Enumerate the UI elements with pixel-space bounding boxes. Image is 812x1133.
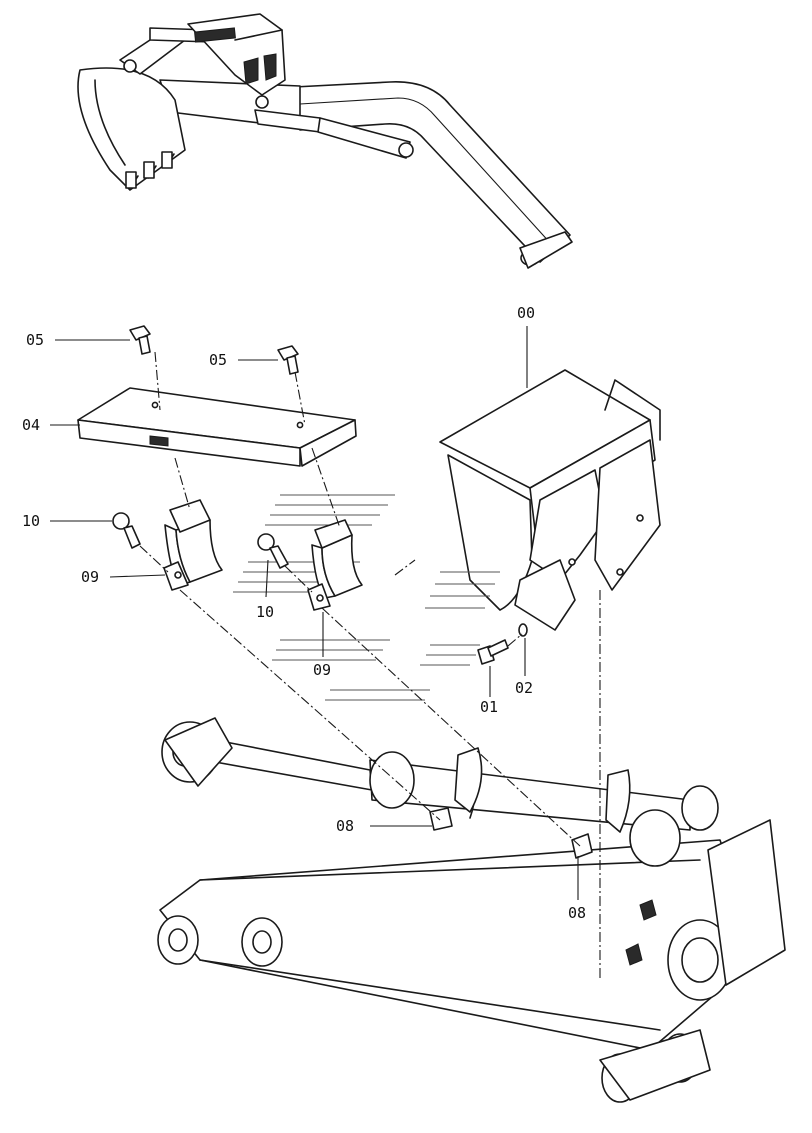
label-05-right: 05	[209, 351, 227, 369]
label-08-left: 08	[336, 817, 354, 835]
boom-assembly	[157, 717, 786, 1103]
label-04: 04	[22, 416, 40, 434]
leader-lines	[50, 326, 579, 900]
label-09-right: 09	[313, 661, 331, 679]
label-08-right: 08	[568, 904, 586, 922]
bolts-10	[112, 512, 289, 569]
label-01: 01	[480, 698, 498, 716]
label-10-right: 10	[256, 603, 274, 621]
label-02: 02	[515, 679, 533, 697]
cover-plate	[77, 387, 357, 467]
washer-02	[518, 623, 528, 637]
label-05-left: 05	[26, 331, 44, 349]
bolt-01	[477, 639, 509, 665]
label-09-left: 09	[81, 568, 99, 586]
label-00: 00	[517, 304, 535, 322]
clamp-09-right	[307, 519, 363, 611]
part-labels: 00 05 05 04 10 09 10 09 02 01 08 08	[22, 304, 586, 922]
guard-box	[439, 369, 661, 631]
assembly-lines	[139, 351, 601, 980]
bolts-05	[129, 325, 299, 375]
label-10-left: 10	[22, 512, 40, 530]
clamp-09-left	[163, 499, 223, 591]
boom-locator-view	[77, 13, 573, 269]
